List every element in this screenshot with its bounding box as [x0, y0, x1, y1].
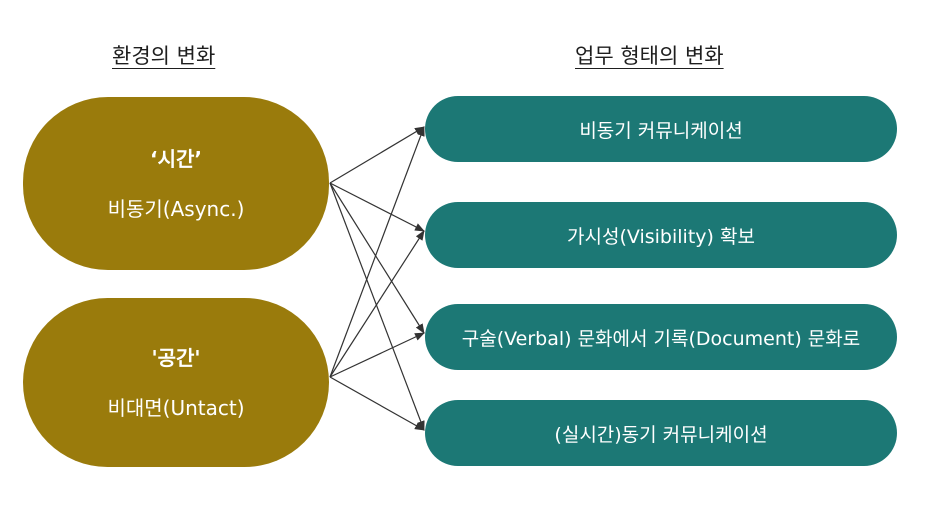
- environment-heading: 환경의 변화: [112, 44, 216, 68]
- connector-arrow: [329, 126, 425, 378]
- env-node-time: ‘시간’ 비동기(Async.): [23, 97, 329, 270]
- work-node-visibility: 가시성(Visibility) 확보: [425, 202, 897, 268]
- env-node-label: '공간': [151, 345, 201, 370]
- work-node-documentation: 구술(Verbal) 문화에서 기록(Document) 문화로: [425, 304, 897, 370]
- connector-arrow: [329, 182, 425, 334]
- connector-arrow: [329, 126, 425, 184]
- connector-arrow: [329, 182, 425, 232]
- env-node-label: ‘시간’: [150, 146, 202, 171]
- connector-arrow: [329, 230, 425, 378]
- connector-arrow: [329, 332, 425, 378]
- connector-arrow: [329, 182, 425, 431]
- env-node-space: '공간' 비대면(Untact): [23, 298, 329, 467]
- work-node-sync-communication: (실시간)동기 커뮤니케이션: [425, 400, 897, 466]
- work-node-async-communication: 비동기 커뮤니케이션: [425, 96, 897, 162]
- work-style-heading: 업무 형태의 변화: [575, 44, 724, 68]
- env-node-detail: 비대면(Untact): [107, 395, 245, 420]
- connector-arrow: [329, 376, 425, 431]
- env-node-detail: 비동기(Async.): [107, 196, 245, 221]
